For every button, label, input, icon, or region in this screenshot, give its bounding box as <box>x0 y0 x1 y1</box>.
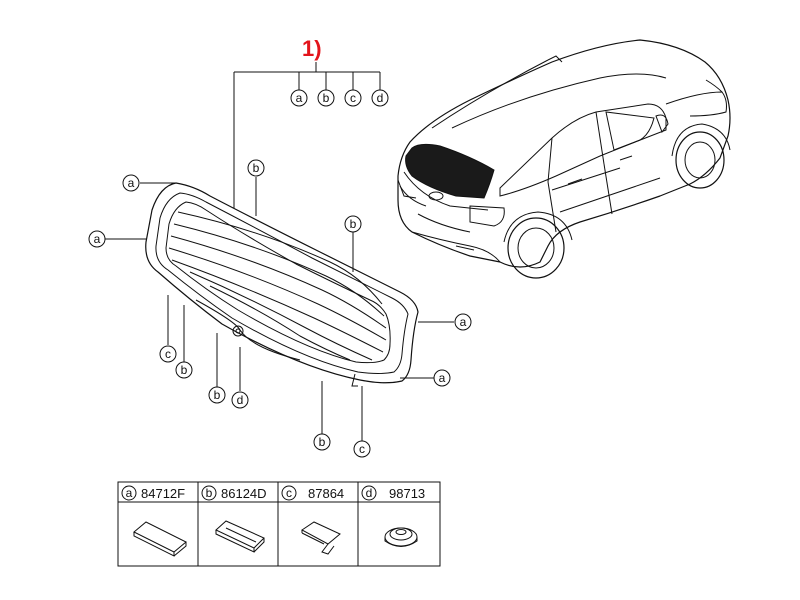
part-b-letter: b <box>206 486 213 500</box>
part-b-dam-illustration <box>215 520 265 553</box>
callout-top-b: b <box>317 89 335 107</box>
part-d-grommet-illustration <box>384 527 418 547</box>
suv-illustration <box>397 39 731 279</box>
part-b-number: 86124D <box>221 486 267 501</box>
callout-a-upper-left: a <box>122 174 140 192</box>
svg-text:b: b <box>253 161 260 175</box>
callout-c-left: c <box>159 345 177 363</box>
svg-text:c: c <box>359 442 365 456</box>
svg-text:d: d <box>377 91 384 105</box>
part-a-number: 84712F <box>141 486 185 501</box>
parts-table <box>117 481 441 567</box>
part-a-letter: a <box>126 486 133 500</box>
callout-b-bottom: b <box>313 433 331 451</box>
highlighted-rear-glass <box>405 143 495 199</box>
svg-text:b: b <box>350 217 357 231</box>
callout-a-lower-right: a <box>433 369 451 387</box>
svg-text:c: c <box>350 91 356 105</box>
top-bracket <box>233 62 381 208</box>
callout-b-left: b <box>175 361 193 379</box>
svg-text:b: b <box>181 363 188 377</box>
callout-c-bottom-right: c <box>353 440 371 458</box>
diagram-title: 1) <box>302 36 322 61</box>
svg-text:c: c <box>165 347 171 361</box>
part-b-header: b 86124D <box>201 485 267 501</box>
callout-b-top: b <box>247 159 265 177</box>
callout-top-c: c <box>344 89 362 107</box>
callout-b-bottom-left: b <box>208 386 226 404</box>
svg-text:a: a <box>460 315 467 329</box>
leader-lines <box>105 177 454 441</box>
svg-text:a: a <box>296 91 303 105</box>
svg-text:b: b <box>319 435 326 449</box>
part-d-letter: d <box>366 486 373 500</box>
svg-text:d: d <box>237 393 244 407</box>
callout-b-right-top: b <box>344 215 362 233</box>
part-c-header: c 87864 <box>281 485 344 501</box>
callout-a-left: a <box>88 230 106 248</box>
callout-a-right: a <box>454 313 472 331</box>
part-c-letter: c <box>286 486 292 500</box>
part-c-number: 87864 <box>308 486 344 501</box>
part-a-header: a 84712F <box>121 485 185 501</box>
rear-glass-assembly <box>145 182 419 387</box>
svg-text:a: a <box>128 176 135 190</box>
part-c-fastener-illustration <box>301 521 341 555</box>
svg-text:a: a <box>439 371 446 385</box>
part-d-number: 98713 <box>389 486 425 501</box>
callout-top-a: a <box>290 89 308 107</box>
svg-text:b: b <box>323 91 330 105</box>
callout-top-d: d <box>371 89 389 107</box>
svg-text:b: b <box>214 388 221 402</box>
callout-d-bottom: d <box>231 391 249 409</box>
part-a-pad-illustration <box>133 521 187 557</box>
part-d-header: d 98713 <box>361 485 425 501</box>
svg-text:a: a <box>94 232 101 246</box>
